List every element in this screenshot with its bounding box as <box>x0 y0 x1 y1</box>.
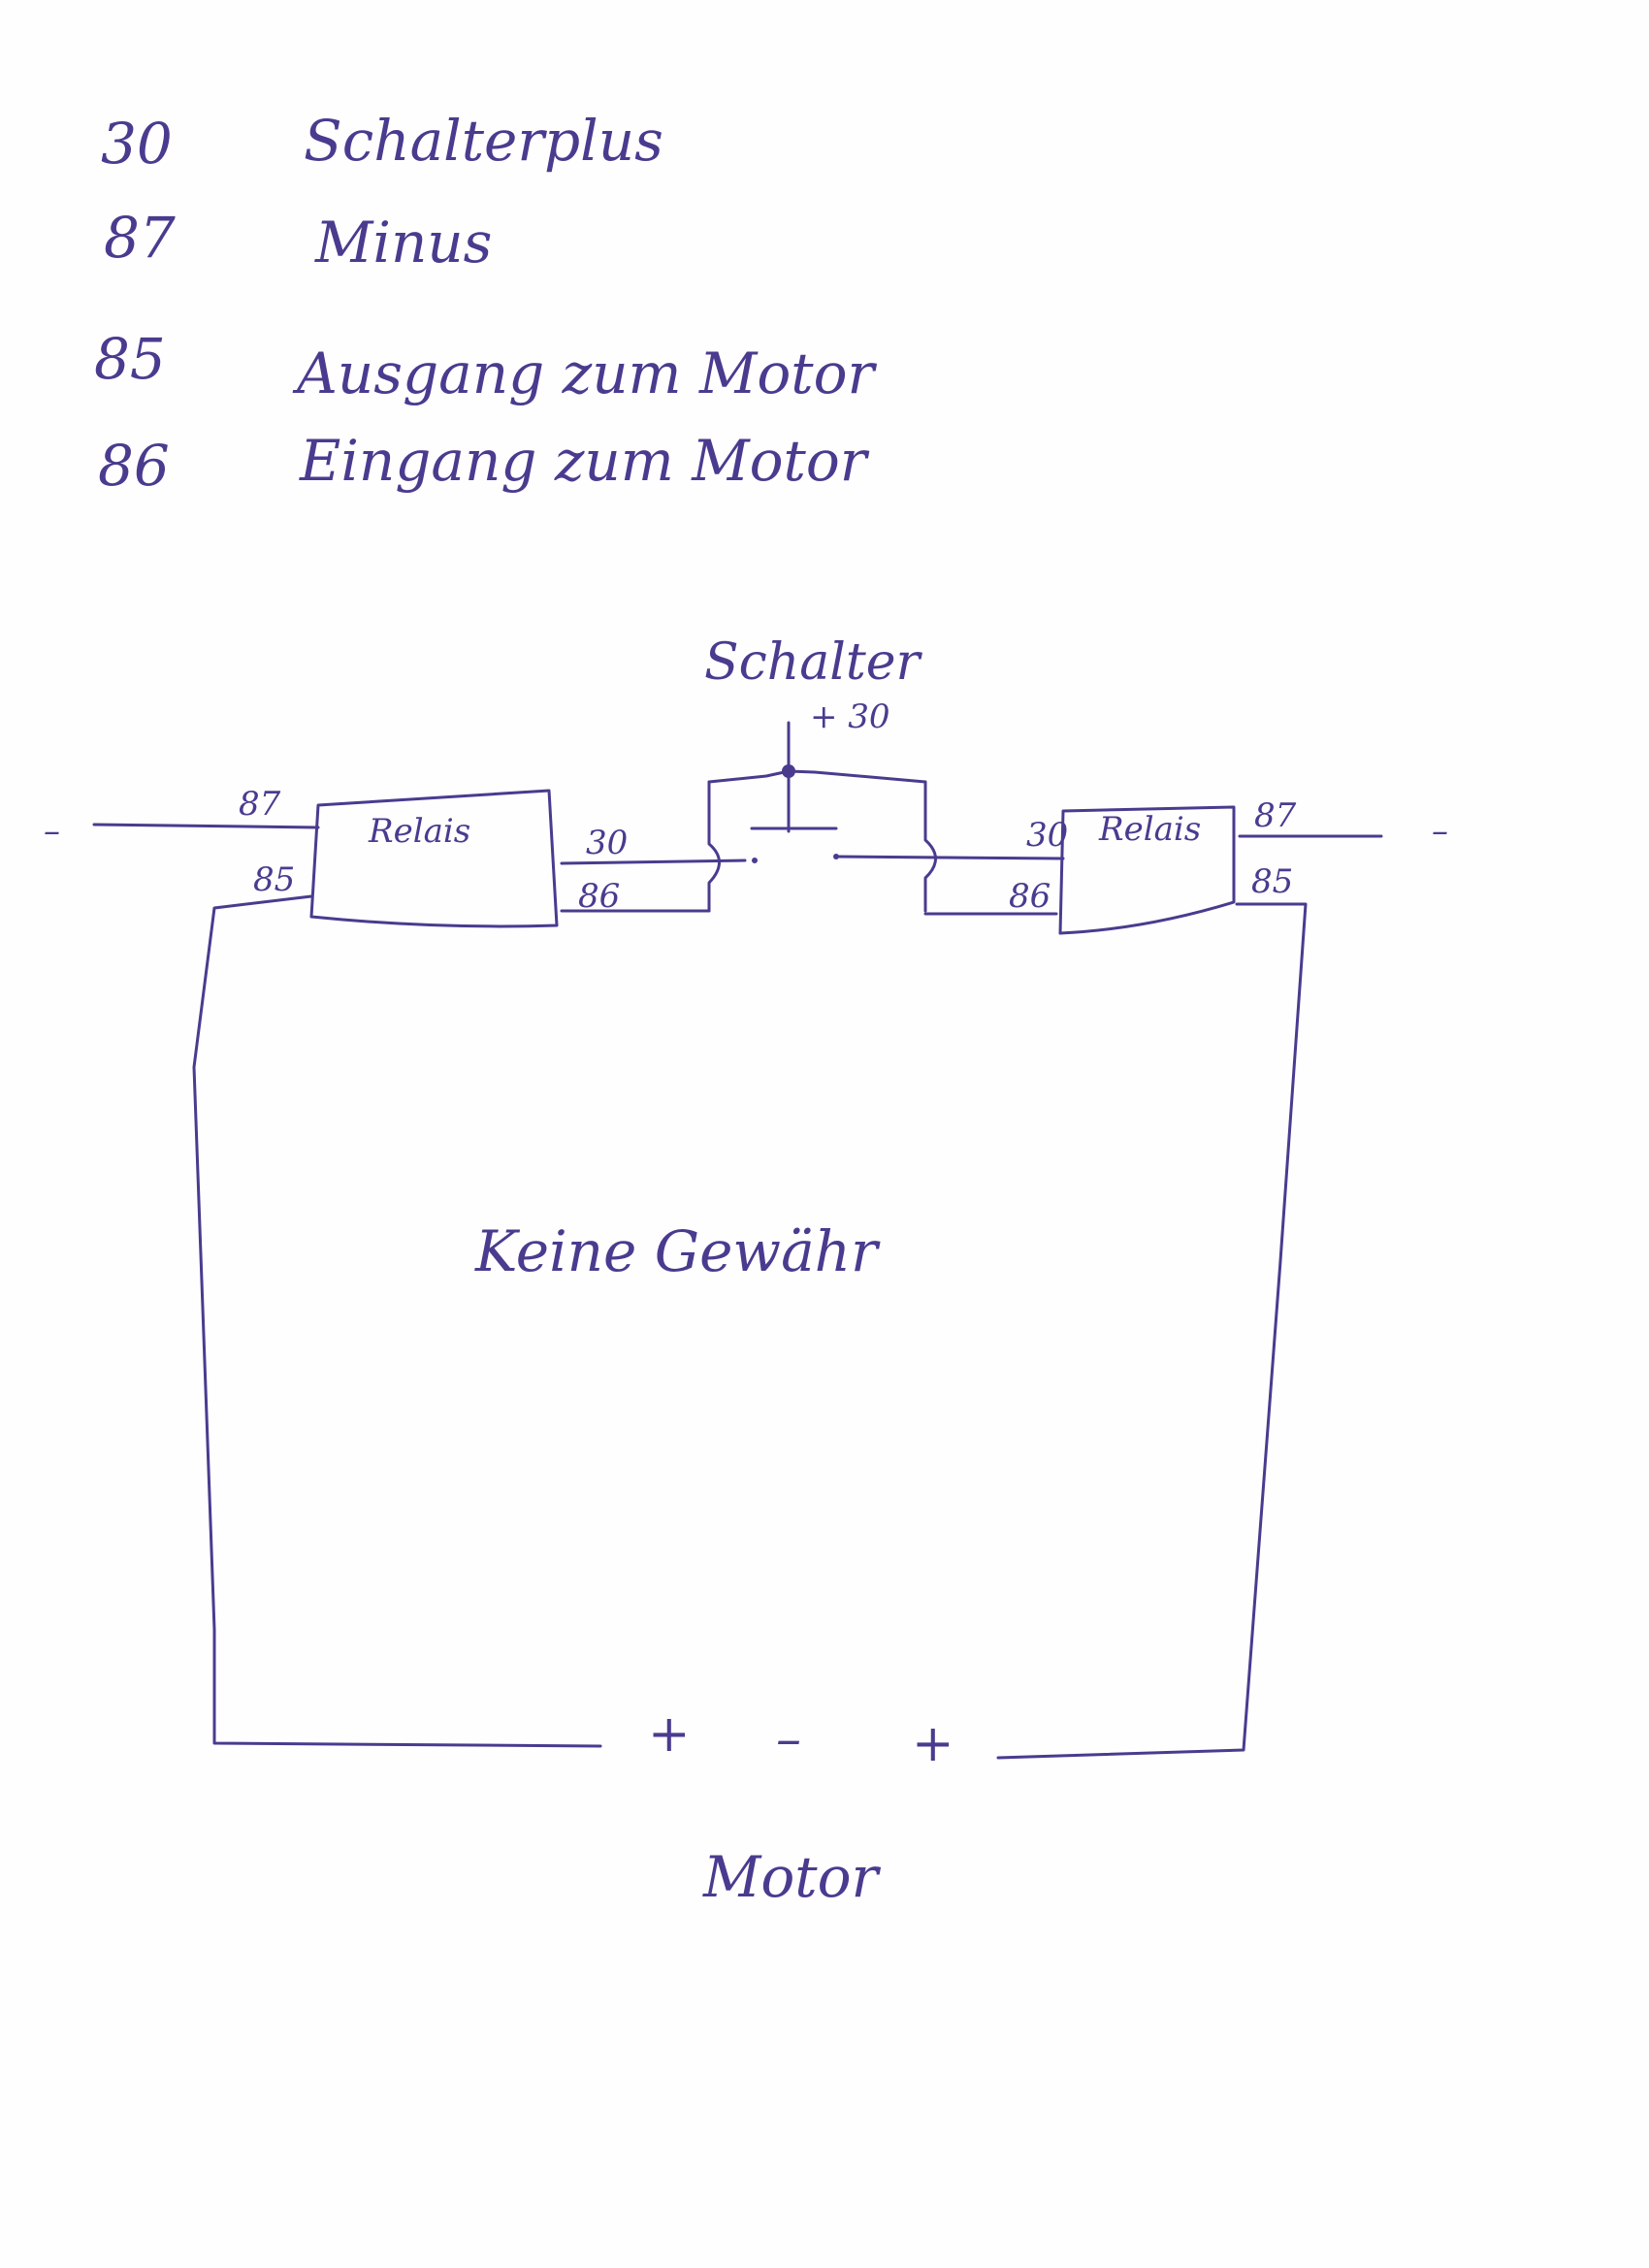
legend-text: Eingang zum Motor <box>299 428 870 494</box>
pin-86-label: 86 <box>1009 877 1051 916</box>
legend-code: 86 <box>98 433 170 499</box>
ground-minus-right: – <box>1432 812 1448 851</box>
legend-code: 30 <box>101 111 173 177</box>
legend-code: 85 <box>94 326 166 392</box>
motor-terminal-plus: + <box>912 1715 954 1773</box>
pin-30-label: 30 <box>586 824 628 862</box>
relay-label: Relais <box>368 812 470 851</box>
motor-terminal-minus: – <box>776 1710 801 1768</box>
wire-right-to-motor <box>996 902 1308 1760</box>
legend-text: Schalterplus <box>304 108 663 174</box>
legend: 30 Schalterplus 87 Minus 85 Ausgang zum … <box>94 108 878 499</box>
switch-label: Schalter <box>704 633 923 692</box>
pin-87-label: 87 <box>239 785 281 824</box>
pin-85-label: 85 <box>253 860 295 899</box>
ground-minus-left: – <box>44 812 60 851</box>
wire-left-to-motor <box>192 894 602 1748</box>
switch-supply-label: + 30 <box>810 697 890 736</box>
pin-86-label: 86 <box>578 877 620 916</box>
motor: + – + Motor <box>648 1705 954 1910</box>
right-relay: 30 86 Relais 87 85 – <box>834 796 1448 935</box>
left-relay: – 87 85 Relais 30 86 <box>44 785 747 928</box>
disclaimer-note: Keine Gewähr <box>474 1218 881 1284</box>
relay-label: Relais <box>1098 810 1201 849</box>
legend-text: Ausgang zum Motor <box>292 340 878 406</box>
pin-85-label: 85 <box>1251 862 1293 901</box>
pin-87-label: 87 <box>1254 796 1297 835</box>
legend-code: 87 <box>104 205 176 271</box>
switch-symbol <box>707 721 937 913</box>
motor-label: Motor <box>702 1844 882 1910</box>
motor-terminal-plus: + <box>648 1705 691 1764</box>
legend-text: Minus <box>314 210 492 275</box>
